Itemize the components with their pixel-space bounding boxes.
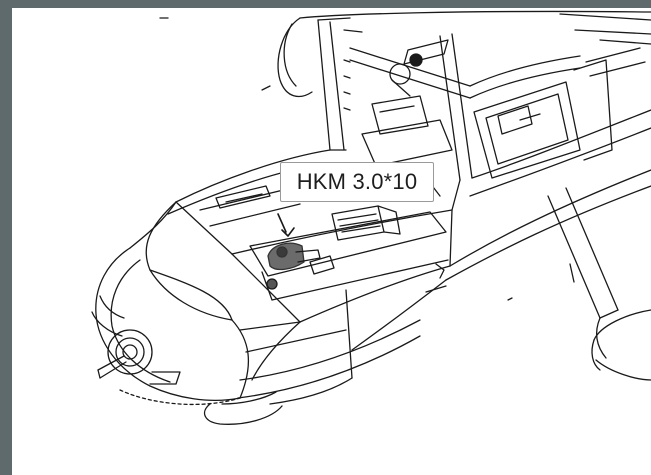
spinner	[97, 329, 181, 385]
upper-wing-outline	[277, 10, 651, 98]
top-mast	[389, 39, 449, 97]
main-landing-gear	[547, 187, 651, 381]
receiver-box	[331, 205, 401, 241]
cabin-frame	[317, 17, 646, 181]
nose-wheel-pant	[203, 391, 283, 425]
detail-marks	[159, 17, 575, 301]
cowling	[91, 201, 347, 406]
servo	[266, 213, 335, 290]
fuselage-outline	[129, 109, 651, 405]
interior-components	[361, 95, 541, 167]
part-callout-label: HKM 3.0*10	[280, 162, 434, 202]
